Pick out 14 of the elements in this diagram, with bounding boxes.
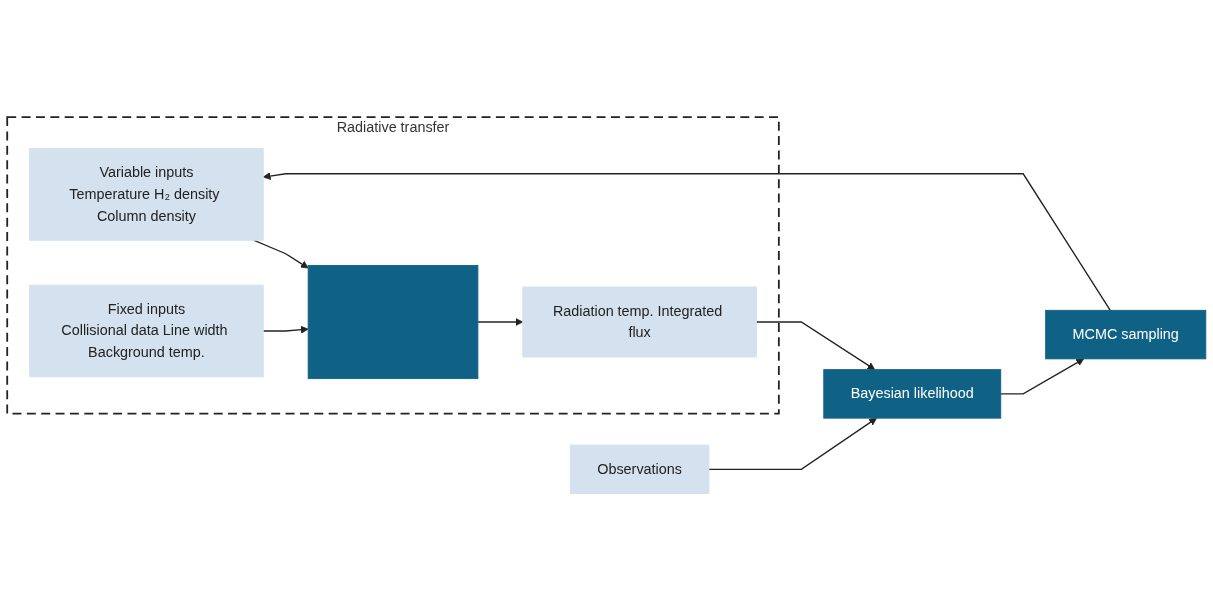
node-box: Variable inputs Temperature H₂ density Column density [29,147,264,241]
node-box [307,264,479,379]
arrow [708,417,877,470]
arrow [477,317,524,326]
arrow [253,239,309,268]
arrow [262,325,309,334]
node-box: MCMC sampling [1045,309,1207,359]
node-box: Bayesian likelihood [823,368,1002,419]
node-box: Observations [569,444,710,494]
arrow [1000,358,1085,395]
node-box: Fixed inputs Collisional data Line width Background temp. [29,284,264,377]
arrow [262,171,1111,311]
node-box: Radiation temp. Integrated flux [522,286,757,358]
arrow [755,320,876,370]
